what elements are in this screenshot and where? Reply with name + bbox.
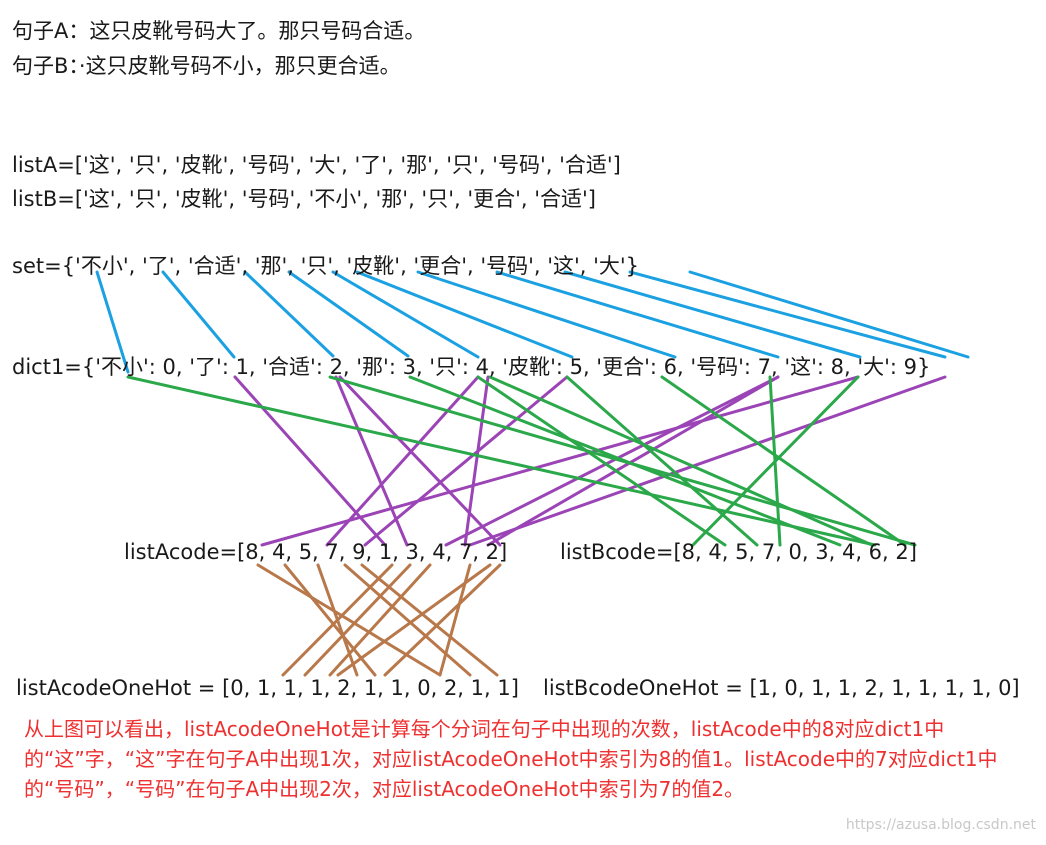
set-to-dict-line (563, 270, 862, 359)
dict-to-listA-line (444, 375, 780, 547)
dict-to-listA-line (486, 375, 780, 547)
set-to-dict-line (688, 270, 970, 359)
dict-line: dict1={'不小': 0, '了': 1, '合适': 2, '那': 3,… (12, 355, 931, 379)
dict-to-listB-line (768, 375, 782, 547)
listA-to-onehot-line (343, 563, 472, 677)
explanation-note: 从上图可以看出，listAcodeOneHot是计算每个分词在句子中出现的次数，… (24, 717, 998, 801)
dict-to-listB-line (488, 375, 874, 547)
list-a: listA=['这', '只', '皮靴', '号码', '大', '了', '… (12, 153, 621, 177)
dict-to-listB-line (328, 375, 917, 547)
listA-to-onehot-line (281, 563, 394, 677)
list-b-code: listBcode=[8, 4, 5, 7, 0, 3, 4, 6, 2] (560, 540, 917, 564)
set-to-dict-line (161, 270, 236, 359)
dict-to-listA-line (233, 375, 387, 547)
dict-to-listB-line (126, 375, 877, 547)
dict-to-listB-line (660, 375, 907, 547)
dict-to-listB-line (476, 375, 727, 547)
listA-to-onehot-line (283, 563, 377, 677)
list-b: listB=['这', '只', '皮靴', '号码', '不小', '那', … (12, 187, 596, 211)
listA-to-onehot-line (383, 563, 502, 677)
dict-to-listB-line (565, 375, 759, 547)
listA-to-onehot-line (256, 563, 442, 677)
sentence-a: 句子A：这只皮靴号码大了。那只号码合适。 (12, 19, 426, 43)
list-b-onehot: listBcodeOneHot = [1, 0, 1, 1, 2, 1, 1, … (543, 676, 1020, 700)
watermark: https://azusa.blog.csdn.net (845, 817, 1036, 833)
list-a-onehot: listAcodeOneHot = [0, 1, 1, 1, 2, 1, 1, … (16, 676, 519, 700)
set-to-dict-line (331, 270, 480, 359)
listA-to-onehot-line (328, 563, 432, 677)
listA-to-onehot-line (336, 563, 492, 677)
dict-to-listA-line (334, 375, 409, 547)
set-to-dict-line (95, 270, 130, 374)
set-to-dict-line (287, 270, 410, 358)
set-line: set={'不小', '了', '合适', '那', '只', '皮靴', '更… (12, 254, 640, 278)
dict-to-listA-line (338, 375, 502, 547)
sentence-b: 句子B：·这只皮靴号码不小，那只更合适。 (12, 54, 401, 78)
set-to-dict-line (243, 270, 335, 358)
dict-to-listA-line (325, 375, 480, 547)
set-to-dict-line (495, 270, 780, 359)
set-to-dict-line (628, 270, 947, 359)
list-a-code: listAcode=[8, 4, 5, 7, 9, 1, 3, 4, 7, 2] (124, 540, 508, 564)
dict-to-listA-line (363, 375, 569, 547)
listA-to-onehot-line (360, 563, 499, 677)
listA-to-onehot-line (303, 563, 412, 677)
set-to-dict-line (416, 270, 677, 359)
set-to-dict-line (355, 270, 574, 359)
dict-to-listA-line (468, 375, 947, 547)
